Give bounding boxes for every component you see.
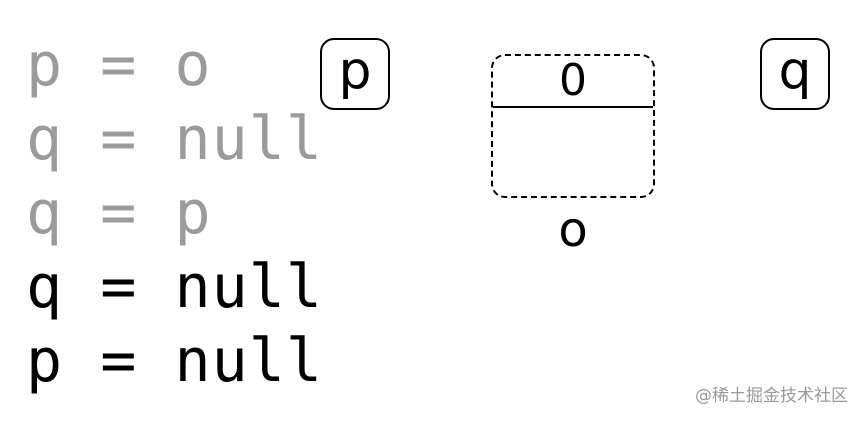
variable-q-box: q xyxy=(760,38,830,110)
object-o-box: 0 xyxy=(491,54,655,198)
code-line-4: q = null xyxy=(26,252,323,322)
object-ref-count: 0 xyxy=(493,56,653,108)
variable-q-label: q xyxy=(778,41,812,101)
code-line-1: p = o xyxy=(26,30,212,100)
code-line-2: q = null xyxy=(26,104,323,174)
code-line-3: q = p xyxy=(26,178,212,248)
variable-p-box: p xyxy=(320,38,390,110)
code-line-5: p = null xyxy=(26,326,323,396)
watermark: @稀土掘金技术社区 xyxy=(695,386,848,406)
object-o-label: o xyxy=(558,202,588,258)
code-listing: p = o q = null q = p q = null p = null xyxy=(26,28,323,398)
variable-p-label: p xyxy=(338,41,372,101)
